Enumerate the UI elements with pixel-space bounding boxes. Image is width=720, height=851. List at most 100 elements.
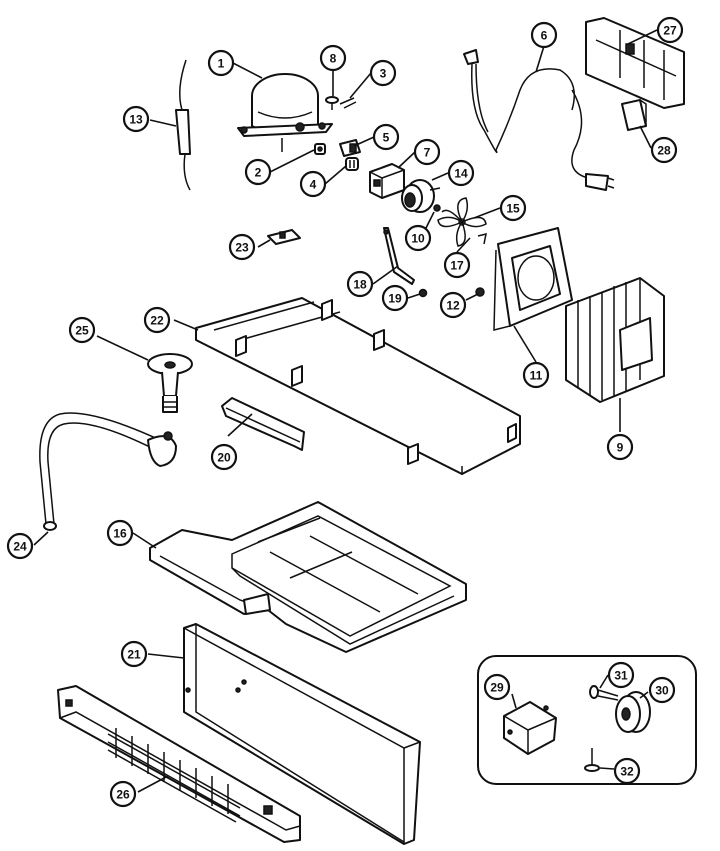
callout-circle <box>499 194 527 222</box>
callout-circle <box>648 676 676 704</box>
part-switch-28 <box>621 99 647 131</box>
callout-circle <box>530 21 558 49</box>
part-switch-23 <box>267 229 301 245</box>
callout-circle <box>372 123 400 151</box>
callout-circle <box>522 361 550 389</box>
callout-number: 32 <box>620 765 634 779</box>
callout-number: 2 <box>255 166 262 180</box>
part-grommet <box>314 143 326 155</box>
callout-5: 5 <box>372 123 400 151</box>
callout-number: 26 <box>116 788 130 802</box>
callout-11: 11 <box>522 361 550 389</box>
callout-10: 10 <box>404 224 432 252</box>
callout-1: 1 <box>207 49 235 77</box>
callout-25: 25 <box>68 316 96 344</box>
part-channel <box>221 397 305 451</box>
part-base-plate <box>195 297 521 476</box>
callout-number: 6 <box>541 29 548 43</box>
callout-24: 24 <box>6 532 34 560</box>
callout-number: 17 <box>450 259 464 273</box>
callout-number: 19 <box>388 292 402 306</box>
callout-circle <box>109 780 137 808</box>
callout-number: 11 <box>530 369 543 383</box>
callout-circle <box>650 136 678 164</box>
callout-9: 9 <box>606 433 634 461</box>
callout-circle <box>443 251 471 279</box>
part-grille <box>57 685 301 843</box>
part-wheel-30 <box>615 691 651 733</box>
callout-22: 22 <box>143 306 171 334</box>
callout-circle <box>483 673 511 701</box>
callout-circle <box>120 640 148 668</box>
callout-circle <box>210 443 238 471</box>
callout-circle <box>439 291 467 319</box>
callout-29: 29 <box>483 673 511 701</box>
callout-number: 15 <box>506 202 520 216</box>
callout-circle <box>413 138 441 166</box>
callout-23: 23 <box>228 233 256 261</box>
part-fan-blade <box>437 197 487 247</box>
callout-3: 3 <box>369 59 397 87</box>
part-drier <box>175 59 191 191</box>
callout-number: 24 <box>13 540 27 554</box>
callout-circle <box>228 233 256 261</box>
callout-number: 10 <box>411 232 425 246</box>
part-nut-10 <box>433 204 441 212</box>
callout-number: 29 <box>490 681 504 695</box>
callout-number: 7 <box>424 146 431 160</box>
callout-30: 30 <box>648 676 676 704</box>
part-relay-5 <box>339 139 361 157</box>
part-screw-8 <box>325 96 339 110</box>
callout-circle <box>606 433 634 461</box>
callout-circle <box>207 49 235 77</box>
leader-lines <box>33 29 658 793</box>
callout-16: 16 <box>106 519 134 547</box>
callout-number: 3 <box>380 67 387 81</box>
part-fan-motor <box>401 179 441 213</box>
part-back-panel <box>183 623 421 845</box>
part-clip-17 <box>477 232 487 245</box>
callout-number: 14 <box>454 167 468 181</box>
part-cap-4 <box>345 157 359 171</box>
callout-circle <box>656 16 684 44</box>
callout-circle <box>143 306 171 334</box>
callout-number: 31 <box>614 669 628 683</box>
callout-number: 21 <box>127 648 141 662</box>
callout-number: 25 <box>75 324 89 338</box>
callout-14: 14 <box>447 159 475 187</box>
callout-circle <box>404 224 432 252</box>
callout-19: 19 <box>381 284 409 312</box>
callout-15: 15 <box>499 194 527 222</box>
callout-32: 32 <box>613 757 641 785</box>
callout-number: 12 <box>446 299 460 313</box>
callout-circle <box>68 316 96 344</box>
callout-number: 27 <box>663 24 677 38</box>
callout-2: 2 <box>244 158 272 186</box>
callout-number: 16 <box>113 527 127 541</box>
callout-17: 17 <box>443 251 471 279</box>
callout-circle <box>299 170 327 198</box>
callout-number: 22 <box>150 314 164 328</box>
callout-7: 7 <box>413 138 441 166</box>
callout-number: 5 <box>383 131 390 145</box>
callout-number: 8 <box>330 52 337 66</box>
part-screw-19 <box>418 288 428 298</box>
callout-31: 31 <box>607 661 635 689</box>
callout-number: 9 <box>617 441 624 455</box>
callout-circle <box>319 44 347 72</box>
callout-circle <box>106 519 134 547</box>
callout-number: 23 <box>235 241 249 255</box>
callout-circle <box>244 158 272 186</box>
callout-26: 26 <box>109 780 137 808</box>
callout-28: 28 <box>650 136 678 164</box>
part-bracket-18 <box>383 227 415 285</box>
callout-circle <box>447 159 475 187</box>
callout-number: 4 <box>310 178 317 192</box>
callout-13: 13 <box>122 105 150 133</box>
part-leveler-32 <box>584 748 600 772</box>
callout-number: 28 <box>657 144 671 158</box>
callout-12: 12 <box>439 291 467 319</box>
callout-18: 18 <box>346 270 374 298</box>
callout-8: 8 <box>319 44 347 72</box>
